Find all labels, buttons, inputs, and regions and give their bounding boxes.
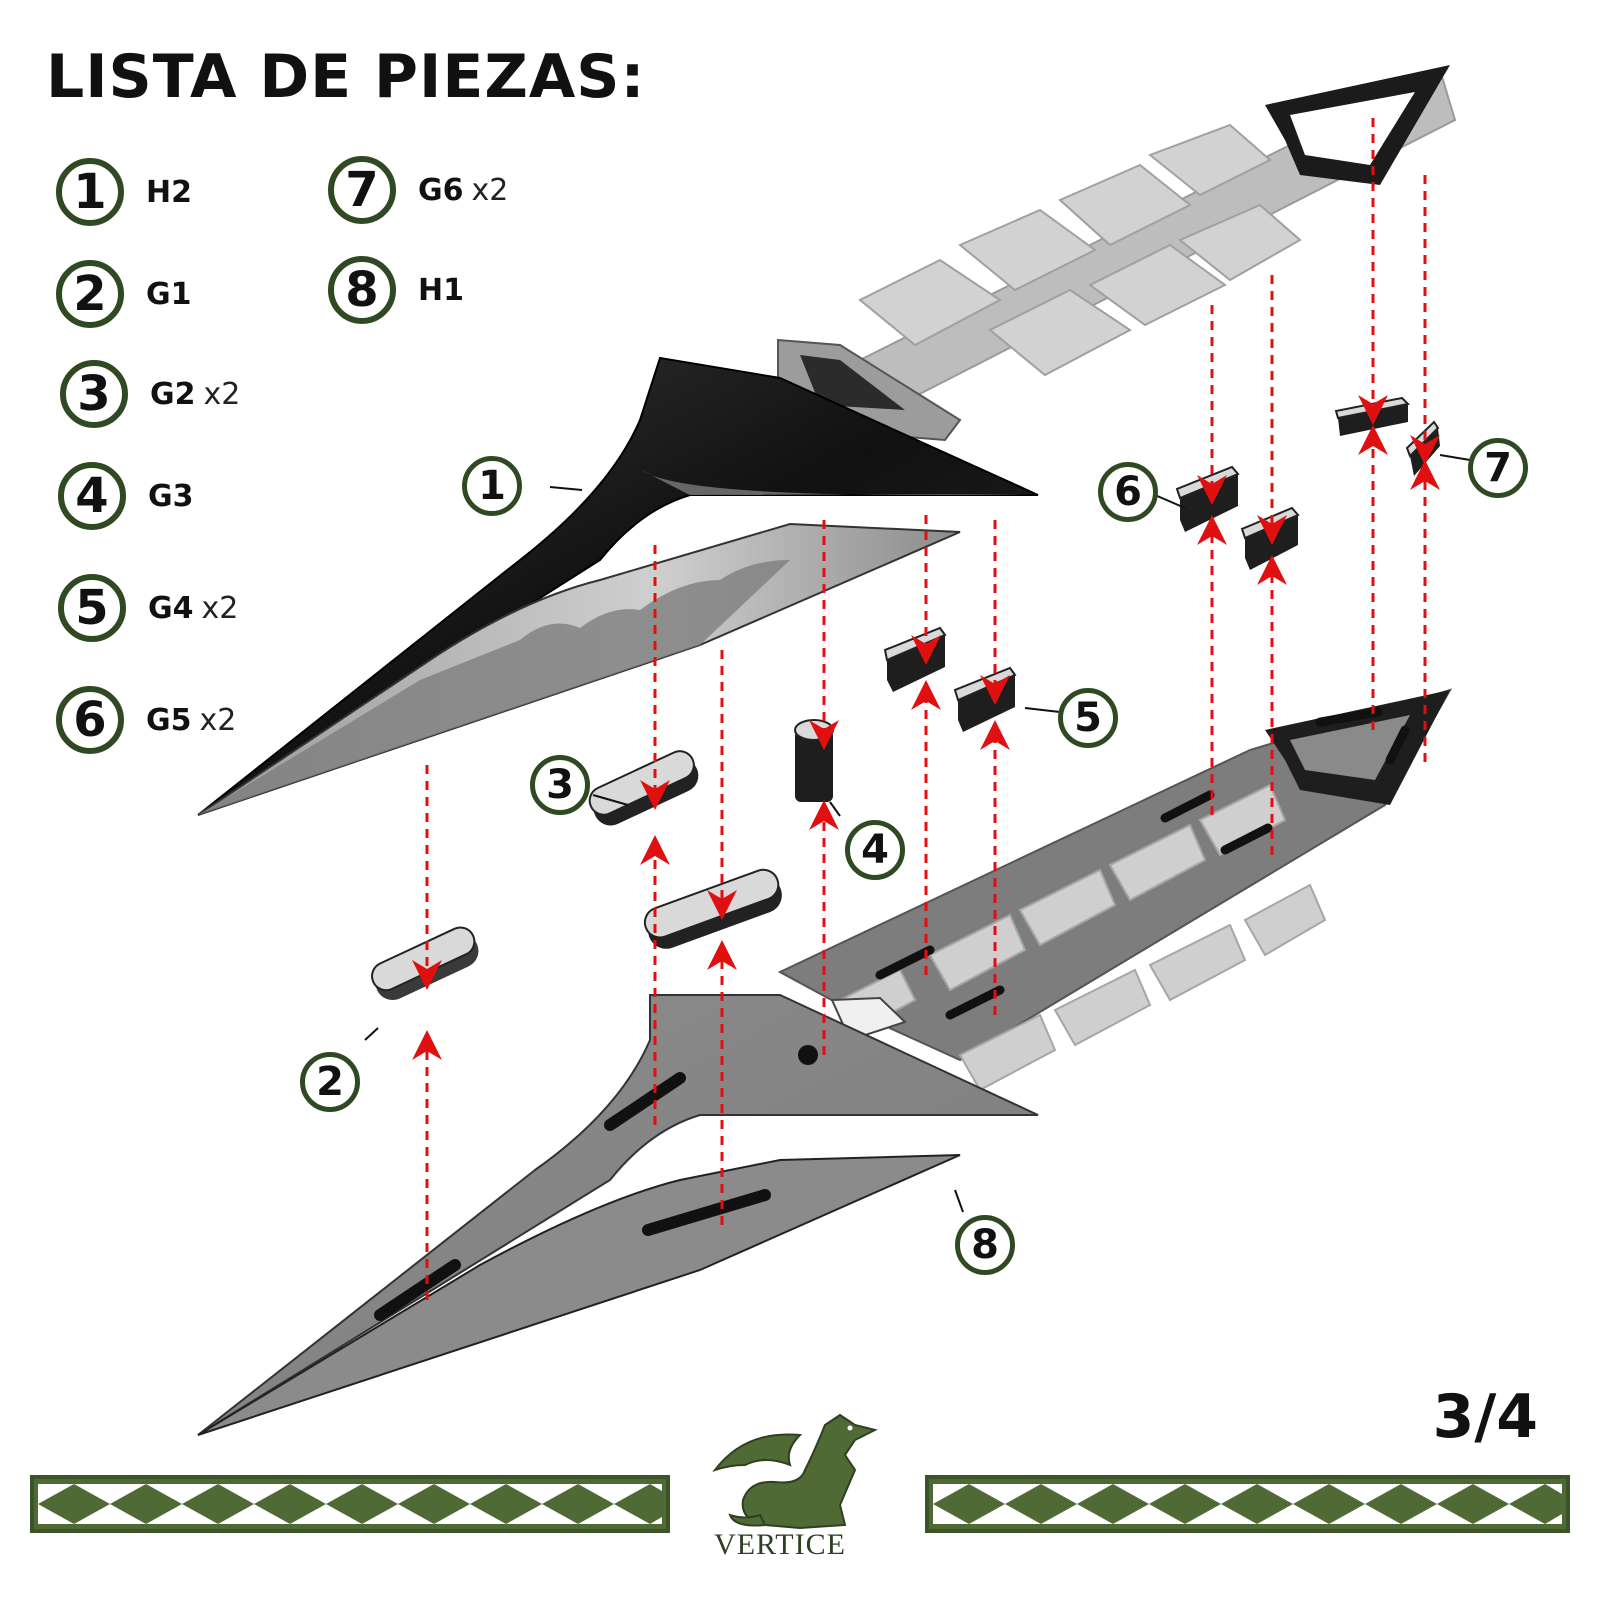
diamond-pattern-icon	[38, 1484, 662, 1524]
callout-6: 6	[1098, 462, 1158, 522]
callout-1: 1	[462, 456, 522, 516]
part-item-2: 2 G1	[56, 260, 200, 328]
footer-band-left	[30, 1475, 670, 1533]
callout-2: 2	[300, 1052, 360, 1112]
part-quantity: x2	[203, 376, 241, 412]
part-code: G2	[150, 376, 196, 412]
connector-g2-a	[588, 750, 699, 826]
part-code: G3	[148, 478, 194, 514]
part-number-badge: 5	[58, 574, 126, 642]
part-number-badge: 2	[56, 260, 124, 328]
connector-g3	[794, 719, 834, 802]
diamond-pattern-icon	[933, 1484, 1562, 1524]
page-number: 3/4	[1432, 1382, 1538, 1452]
part-number-badge: 1	[56, 158, 124, 226]
part-code: H2	[146, 174, 192, 210]
part-code: G6	[418, 172, 464, 208]
part-item-3: 3 G2 x2	[60, 360, 240, 428]
part-item-7: 7 G6 x2	[328, 156, 508, 224]
part-quantity: x2	[199, 702, 237, 738]
part-code: G1	[146, 276, 192, 312]
part-item-6: 6 G5 x2	[56, 686, 236, 754]
part-code: G5	[146, 702, 192, 738]
part-code: H1	[418, 272, 464, 308]
callout-7: 7	[1468, 438, 1528, 498]
upper-blade-h2	[197, 356, 1039, 816]
lower-handle	[777, 688, 1453, 1092]
part-quantity: x2	[201, 590, 239, 626]
upper-blade-edge	[197, 522, 961, 816]
footer-band-right	[925, 1475, 1570, 1533]
connector-g2-b	[643, 868, 782, 949]
part-number-badge: 8	[328, 256, 396, 324]
callout-leaders	[364, 454, 1471, 1213]
callout-3: 3	[530, 755, 590, 815]
connector-g4-b	[953, 666, 1017, 732]
part-code: G4	[148, 590, 194, 626]
lower-blade-h1	[197, 994, 1039, 1436]
upper-handle	[777, 65, 1457, 447]
connector-g4-a	[883, 626, 947, 692]
part-quantity: x2	[471, 172, 509, 208]
part-number-badge: 7	[328, 156, 396, 224]
callout-4: 4	[845, 820, 905, 880]
callout-8: 8	[955, 1215, 1015, 1275]
brand-name: VERTICE	[714, 1528, 846, 1561]
part-item-4: 4 G3	[58, 462, 202, 530]
part-item-8: 8 H1	[328, 256, 472, 324]
part-item-5: 5 G4 x2	[58, 574, 238, 642]
dragon-logo-icon	[712, 1413, 878, 1530]
callout-5: 5	[1058, 688, 1118, 748]
part-number-badge: 4	[58, 462, 126, 530]
assembly-arrows	[412, 118, 1440, 1300]
part-number-badge: 6	[56, 686, 124, 754]
connector-g6-a	[1334, 396, 1411, 436]
connector-g5-b	[1240, 506, 1300, 570]
part-item-1: 1 H2	[56, 158, 200, 226]
connector-g5-a	[1175, 465, 1240, 532]
page-title: LISTA DE PIEZAS:	[46, 42, 646, 112]
part-number-badge: 3	[60, 360, 128, 428]
